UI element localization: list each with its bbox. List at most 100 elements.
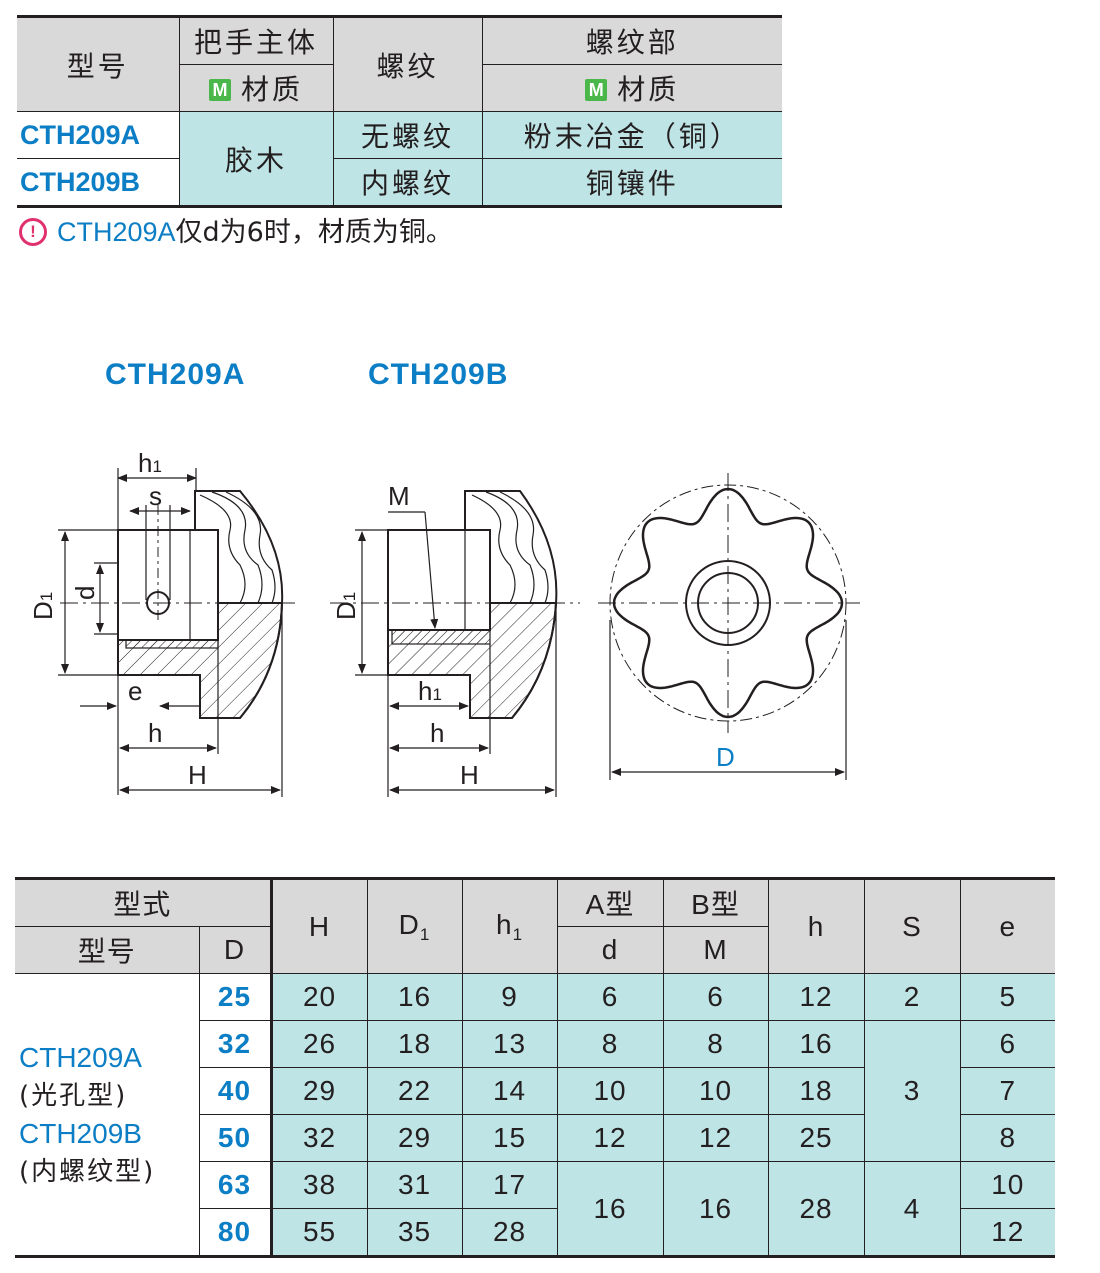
model-a: CTH209A <box>19 1041 142 1073</box>
table-cell-e: 12 <box>959 1208 1056 1257</box>
table-cell-e: 10 <box>959 1161 1056 1209</box>
header-H: H <box>270 878 368 974</box>
table-cell-M: 8 <box>662 1020 769 1068</box>
table-cell-h1: 9 <box>461 973 558 1021</box>
table-cell-h: 25 <box>767 1114 865 1162</box>
figure-label-a: CTH209A <box>105 358 246 391</box>
label-D1-b: D1 <box>331 592 361 620</box>
table-cell-H: 38 <box>270 1161 368 1209</box>
table-cell-S: 3 <box>863 1020 961 1162</box>
table-cell-d: 10 <box>556 1067 664 1115</box>
header-type: 型式 <box>15 878 273 927</box>
table-cell-h1: 13 <box>461 1020 558 1068</box>
technical-drawing: h1 s D1 d e h H M D1 h1 h H <box>28 448 860 797</box>
header-D: D <box>198 926 273 974</box>
model-cell: CTH209A (光孔型) CTH209B (内螺纹型) <box>15 973 200 1257</box>
table-cell-d: 6 <box>556 973 664 1021</box>
model-b: CTH209B <box>19 1117 142 1149</box>
table-cell-h: 28 <box>767 1161 865 1257</box>
table-cell-d: 16 <box>556 1161 664 1257</box>
header-d: d <box>556 926 664 974</box>
side-view-a <box>60 490 300 719</box>
label-M: M <box>388 481 410 511</box>
header-thread-part: 螺纹部 <box>481 16 782 65</box>
material-badge-icon: M <box>208 79 231 101</box>
header-M: M <box>662 926 769 974</box>
table-cell-h: 12 <box>767 973 865 1021</box>
table-cell-D: 63 <box>198 1161 273 1209</box>
row-model-a: CTH209A <box>17 111 180 159</box>
header-type-a: A型 <box>556 878 664 927</box>
header-thread: 螺纹 <box>332 16 483 112</box>
table-cell-h1: 17 <box>461 1161 558 1209</box>
label-h1-b: h1 <box>418 676 442 706</box>
row-b-thread-material: 铜镶件 <box>481 158 782 207</box>
table-cell-h: 18 <box>767 1067 865 1115</box>
label-d: d <box>70 586 100 600</box>
table-cell-D1: 29 <box>366 1114 463 1162</box>
table-cell-H: 55 <box>270 1208 368 1257</box>
table-cell-D: 25 <box>198 973 273 1021</box>
table-cell-H: 20 <box>270 973 368 1021</box>
table-cell-e: 8 <box>959 1114 1056 1162</box>
note-model: CTH209A <box>57 217 176 247</box>
spec-table: 型式 H D1 h1 A型 B型 h S e 型号 D d M CTH209A … <box>15 877 1056 1258</box>
label-H: H <box>188 760 207 790</box>
dimensions-a <box>58 468 283 797</box>
table-cell-D1: 18 <box>366 1020 463 1068</box>
table-cell-d: 8 <box>556 1020 664 1068</box>
table-cell-D1: 16 <box>366 973 463 1021</box>
table-cell-M: 12 <box>662 1114 769 1162</box>
table-cell-h1: 28 <box>461 1208 558 1257</box>
table-cell-D1: 35 <box>366 1208 463 1257</box>
note-text: 仅d为6时，材质为铜。 <box>175 217 453 248</box>
header-thread-material-label: 材质 <box>617 73 680 106</box>
label-h-b: h <box>430 718 444 748</box>
table-cell-H: 32 <box>270 1114 368 1162</box>
label-h: h <box>148 718 162 748</box>
header-handle-body: 把手主体 <box>178 16 334 65</box>
material-note: !CTH209A仅d为6时，材质为铜。 <box>19 214 453 250</box>
header-body-material-label: 材质 <box>240 73 303 106</box>
table-cell-M: 10 <box>662 1067 769 1115</box>
dimension-D <box>609 620 847 780</box>
dimensions-b <box>355 511 557 797</box>
table-cell-e: 7 <box>959 1067 1056 1115</box>
table-cell-e: 5 <box>959 973 1056 1021</box>
table-cell-D: 32 <box>198 1020 273 1068</box>
front-view <box>598 473 860 733</box>
table-cell-H: 29 <box>270 1067 368 1115</box>
table-cell-d: 12 <box>556 1114 664 1162</box>
table-cell-M: 6 <box>662 973 769 1021</box>
table-cell-D1: 22 <box>366 1067 463 1115</box>
table-cell-h1: 14 <box>461 1067 558 1115</box>
table-cell-H: 26 <box>270 1020 368 1068</box>
header-model: 型号 <box>15 926 200 974</box>
header-h1: h1 <box>461 878 558 974</box>
header-h: h <box>767 878 865 974</box>
table-cell-M: 16 <box>662 1161 769 1257</box>
figure-label-b: CTH209B <box>368 358 509 391</box>
label-h1: h1 <box>138 448 162 478</box>
row-b-thread: 内螺纹 <box>332 158 483 207</box>
label-s: s <box>149 481 162 511</box>
model-b-note: (内螺纹型) <box>19 1156 156 1187</box>
header-e: e <box>959 878 1056 974</box>
table-cell-S: 2 <box>863 973 961 1021</box>
header-model: 型号 <box>17 16 180 112</box>
header-body-material: M 材质 <box>178 64 334 112</box>
model-a-note: (光孔型) <box>19 1080 128 1111</box>
label-H-b: H <box>460 760 479 790</box>
body-material-value: 胶木 <box>178 111 334 207</box>
table-cell-D: 50 <box>198 1114 273 1162</box>
header-D1-sub: 1 <box>419 924 431 944</box>
table-cell-D: 80 <box>198 1208 273 1257</box>
label-D1: D1 <box>28 592 58 620</box>
header-h1-main: h <box>495 908 513 940</box>
label-e: e <box>128 676 142 706</box>
side-view-b <box>330 490 580 719</box>
header-D1: D1 <box>366 878 463 974</box>
row-a-thread-material: 粉末冶金（铜） <box>481 111 782 159</box>
